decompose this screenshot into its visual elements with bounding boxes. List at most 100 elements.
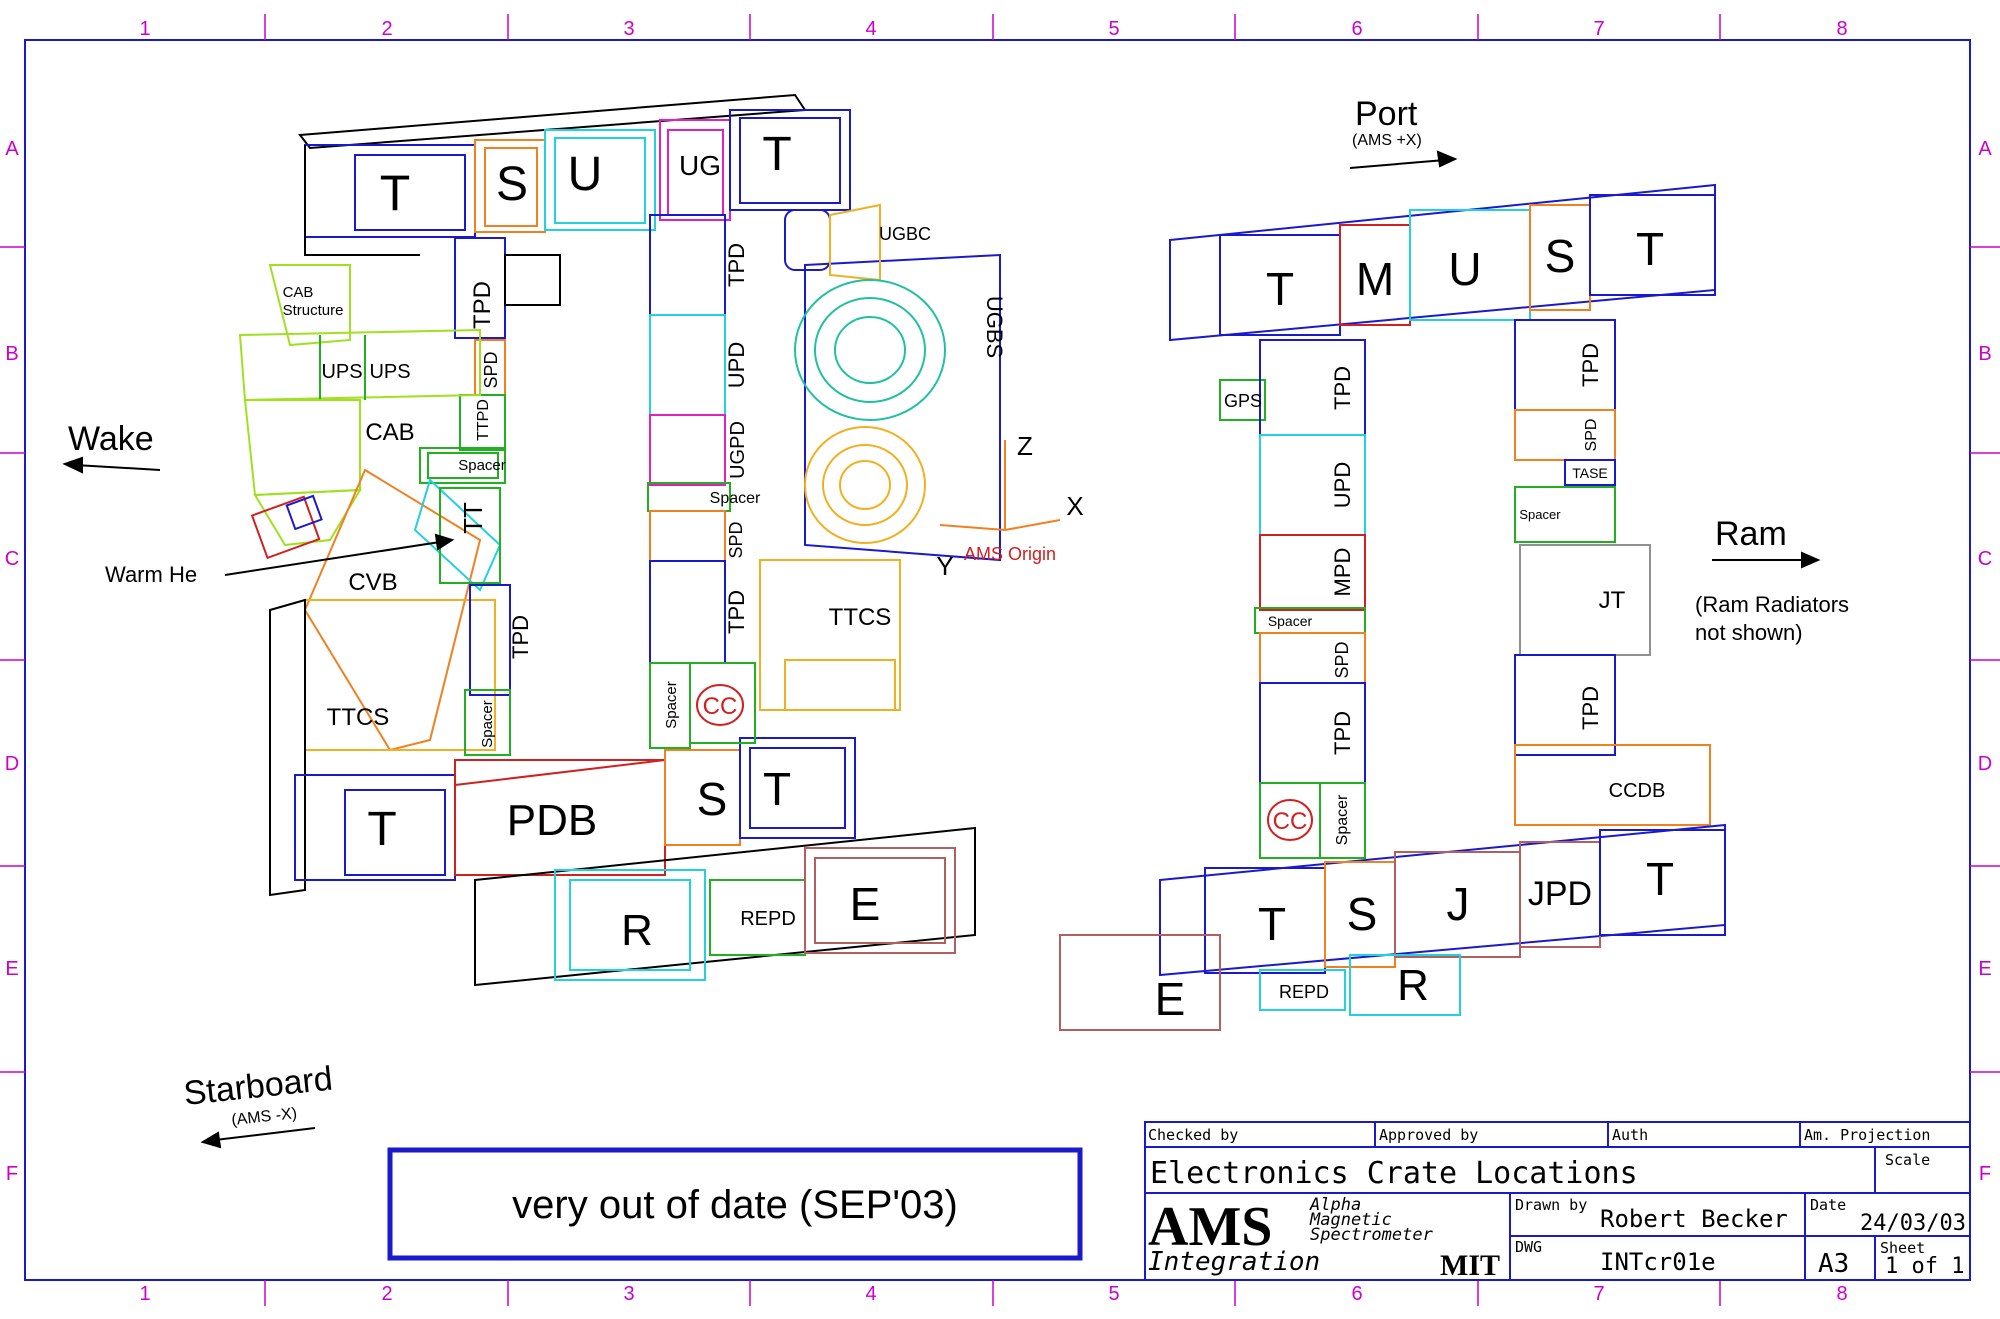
- label-r-left: R: [621, 906, 653, 955]
- grid-row-right-E: E: [1978, 958, 1991, 980]
- crate-col-upd: [649, 314, 726, 416]
- scale-label: Scale: [1885, 1151, 1930, 1169]
- crate-ccdb: [1514, 744, 1711, 826]
- cc-circle-right: [1267, 799, 1313, 841]
- label-cc-right: CC: [1273, 808, 1308, 835]
- grid-row-right-F: F: [1979, 1163, 1991, 1185]
- crate-t-top-right: [729, 109, 851, 211]
- right-top-rail: [1169, 183, 1716, 342]
- label-rv-spd-r: SPD: [1583, 419, 1600, 452]
- size-value: A3: [1818, 1249, 1849, 1279]
- label-spd-left: SPD: [481, 351, 501, 388]
- crate-cvb: [303, 468, 482, 752]
- tank-upper: [794, 279, 946, 421]
- starboard-arrow: [214, 1127, 316, 1141]
- mit-logo: MIT: [1440, 1249, 1500, 1282]
- left-view-labels: T S U UG T CAB Structure UPS UPS CAB TPD…: [283, 128, 1007, 955]
- label-ttcs-right: TTCS: [829, 604, 892, 631]
- crate-rv-spacer-r: [1514, 486, 1616, 543]
- grid-col-bottom-8: 8: [1836, 1283, 1847, 1305]
- warm-he-arrow: [224, 541, 441, 576]
- grid-row-left-F: F: [6, 1163, 18, 1185]
- note-text: very out of date (SEP'03): [512, 1183, 958, 1227]
- crate-tpd-left-lower: [469, 584, 511, 696]
- label-rv-t-bottom-right: T: [1646, 853, 1674, 905]
- drawn-by-value: Robert Becker: [1600, 1205, 1788, 1233]
- sheet-value: 1 of 1: [1885, 1254, 1964, 1279]
- label-cvb: CVB: [348, 569, 397, 596]
- label-rv-spacer-cc: Spacer: [1334, 794, 1351, 845]
- dwg-value: INTcr01e: [1600, 1248, 1716, 1276]
- label-rv-s-bottom: S: [1347, 888, 1378, 940]
- ugbc-unit: [784, 209, 831, 271]
- crate-repd-right: [1259, 969, 1346, 1011]
- grid-col-top-2: 2: [381, 18, 392, 40]
- label-ups-2: UPS: [369, 361, 410, 383]
- crate-col-ugpd: [649, 414, 726, 486]
- ram-note-1: (Ram Radiators: [1695, 592, 1849, 617]
- direction-arrows: [62, 150, 1821, 1149]
- grid-col-bottom-1: 1: [139, 1283, 150, 1305]
- label-cc-left: CC: [703, 693, 738, 720]
- label-ttpd: TTPD: [475, 399, 492, 441]
- label-rv-spacer: Spacer: [1268, 613, 1313, 629]
- label-s-top: S: [496, 158, 528, 211]
- tank-lower: [804, 426, 926, 544]
- label-gps: GPS: [1224, 391, 1262, 411]
- port-arrow: [1349, 159, 1446, 169]
- direction-labels: Port (AMS +X) Wake Ram (Ram Radiators no…: [68, 95, 1849, 1129]
- grid-col-bottom-5: 5: [1108, 1283, 1119, 1305]
- logo-sub-2: Magnetic: [1309, 1210, 1392, 1230]
- label-spacer-c: Spacer: [663, 681, 680, 729]
- label-ups-1: UPS: [321, 361, 362, 383]
- label-cab: CAB: [365, 419, 414, 446]
- label-spacer-a: Spacer: [458, 457, 506, 474]
- right-bottom-rail: [1159, 823, 1726, 977]
- label-e-left: E: [850, 878, 881, 930]
- grid-row-left-C: C: [5, 548, 19, 570]
- label-s-bottom: S: [697, 773, 728, 825]
- crate-rv-tpd-r2: [1514, 654, 1616, 756]
- label-rv-s-top: S: [1545, 230, 1576, 282]
- crate-col-tpd-1: [649, 214, 726, 316]
- axis-z-label: Z: [1017, 431, 1033, 461]
- label-rv-t-bottom-left: T: [1258, 898, 1286, 950]
- label-repd-left: REPD: [740, 908, 796, 930]
- label-rv-u-top: U: [1448, 243, 1481, 295]
- title-block-text: Checked by Approved by Auth Am. Projecti…: [1148, 1126, 1966, 1279]
- label-rv-spd: SPD: [1332, 641, 1352, 678]
- grid-col-top-6: 6: [1351, 18, 1362, 40]
- label-repd-right: REPD: [1279, 982, 1329, 1002]
- warm-he-label: Warm He: [105, 562, 197, 587]
- label-rv-tase: TASE: [1572, 465, 1608, 481]
- integration-label: Integration: [1148, 1247, 1320, 1277]
- right-view-labels: T M U S T GPS TPD UPD MPD Spacer SPD TPD…: [1155, 223, 1674, 1025]
- label-col-spacer: Spacer: [710, 490, 761, 507]
- label-rv-mpd: MPD: [1330, 548, 1355, 597]
- label-rv-tpd-r1: TPD: [1578, 343, 1603, 387]
- port-label: Port: [1355, 95, 1418, 133]
- label-rv-t-top: T: [1266, 263, 1294, 315]
- label-t-bottom-right: T: [763, 763, 791, 815]
- grid-labels: 1 2 3 4 5 6 7 8 1 2 3 4 5 6 7 8 A B C D …: [5, 18, 1993, 1305]
- logo-sub-3: Spectrometer: [1310, 1225, 1434, 1245]
- grid-col-top-1: 1: [139, 18, 150, 40]
- crate-gps: [1219, 379, 1266, 421]
- grid-row-left-A: A: [5, 138, 19, 160]
- crate-col-tpd-2: [649, 560, 726, 664]
- label-spacer-b: Spacer: [479, 700, 496, 748]
- label-col-tpd-1: TPD: [724, 243, 749, 287]
- crate-t-bottom-right: [739, 737, 856, 839]
- label-cab-structure-2: Structure: [283, 302, 344, 319]
- label-rv-tpd-2: TPD: [1330, 711, 1355, 755]
- ram-note-2: not shown): [1695, 620, 1803, 645]
- label-col-spd: SPD: [726, 521, 746, 558]
- grid-col-top-3: 3: [623, 18, 634, 40]
- wake-label: Wake: [68, 420, 154, 458]
- crate-rv-spd-r: [1514, 409, 1616, 461]
- axis-y-label: Y: [936, 551, 953, 581]
- label-t-top-right: T: [762, 128, 791, 181]
- label-rv-t-top-far: T: [1636, 223, 1664, 275]
- crate-col-spd: [649, 510, 726, 562]
- grid-col-bottom-2: 2: [381, 1283, 392, 1305]
